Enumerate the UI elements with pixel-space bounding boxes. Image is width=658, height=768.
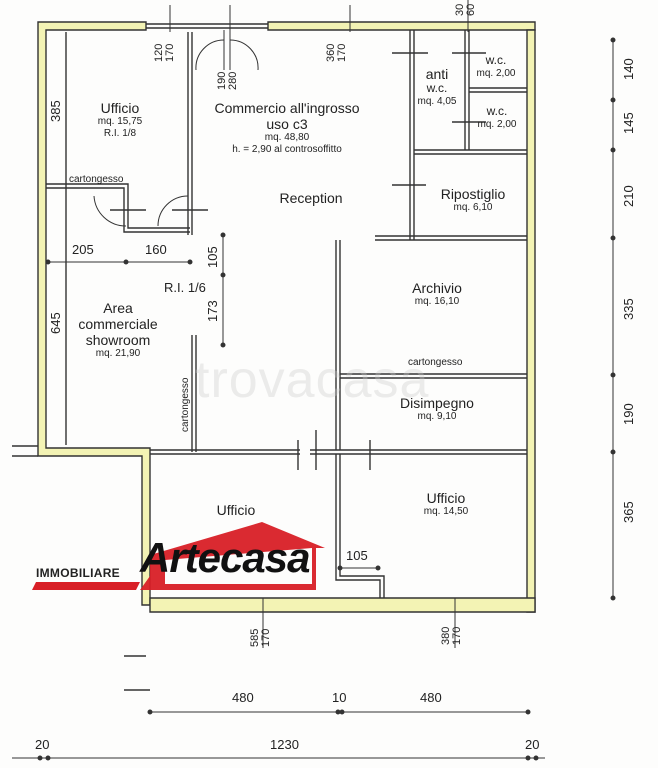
room-ufficio-1: Ufficio mq. 15,75 R.I. 1/8 xyxy=(98,100,142,139)
dim-bottom-20-a: 20 xyxy=(35,737,50,752)
room-name: Area xyxy=(103,300,133,316)
room-name-2: commerciale xyxy=(78,316,158,333)
room-name-2: uso c3 xyxy=(266,116,308,133)
room-ripostiglio: Ripostiglio mq. 6,10 xyxy=(441,186,506,214)
room-name: Ripostiglio xyxy=(440,186,506,202)
cartongesso-label: cartongesso xyxy=(69,174,124,185)
room-area: mq. 2,00 xyxy=(476,67,516,79)
dim-385: 385 xyxy=(48,100,63,122)
room-showroom: Area commerciale showroom mq. 21,90 xyxy=(78,300,157,360)
dim-205: 205 xyxy=(72,242,94,257)
dim-right-365: 365 xyxy=(621,501,636,523)
room-wc-1: w.c. mq. 2,00 xyxy=(476,53,516,79)
dim-160: 160 xyxy=(145,242,167,257)
opening-height: 170 xyxy=(260,628,272,647)
dim-bottom-1230: 1230 xyxy=(270,737,299,752)
room-name: Ufficio xyxy=(426,490,466,506)
room-name: anti xyxy=(425,66,449,82)
dim-right-190: 190 xyxy=(621,403,636,425)
dim-right-140: 140 xyxy=(621,58,636,80)
room-note: R.I. 1/8 xyxy=(103,127,137,139)
room-reception: Reception xyxy=(279,190,342,206)
opening-height: 170 xyxy=(336,43,348,62)
room-ufficio-3: Ufficio mq. 14,50 xyxy=(424,490,468,518)
room-area: mq. 14,50 xyxy=(423,506,469,518)
opening-height: 170 xyxy=(451,626,463,645)
room-area: mq. 4,05 xyxy=(417,95,457,107)
room-area: mq. 6,10 xyxy=(453,202,493,214)
opening-height: 170 xyxy=(164,43,176,62)
room-name: Archivio xyxy=(412,280,462,296)
ri-annotation: R.I. 1/6 xyxy=(164,280,206,295)
dim-173: 173 xyxy=(205,300,220,322)
room-name: Reception xyxy=(279,190,343,206)
logo-prefix: IMMOBILIARE xyxy=(36,566,120,580)
watermark: trovacasa xyxy=(195,351,430,409)
dim-bottom-20-b: 20 xyxy=(525,737,540,752)
room-wc-2: w.c. mq. 2,00 xyxy=(477,104,517,130)
dim-bottom-10: 10 xyxy=(332,690,347,705)
room-name-2: w.c. xyxy=(426,81,448,96)
room-name: w.c. xyxy=(485,53,507,67)
dim-right-335: 335 xyxy=(621,298,636,320)
room-ufficio-2: Ufficio xyxy=(217,502,256,518)
cartongesso-label: cartongesso xyxy=(180,377,191,432)
opening-height: 60 xyxy=(465,3,477,16)
room-area: mq. 21,90 xyxy=(95,348,141,360)
room-name: w.c. xyxy=(486,104,508,118)
dim-645: 645 xyxy=(48,312,63,334)
room-anti-wc: anti w.c. mq. 4,05 xyxy=(418,66,457,107)
room-name: Ufficio xyxy=(216,502,256,518)
dim-105-v: 105 xyxy=(205,246,220,268)
room-name: Ufficio xyxy=(100,100,140,116)
room-archivio: Archivio mq. 16,10 xyxy=(412,280,462,308)
room-area: mq. 9,10 xyxy=(417,411,457,423)
logo-name: Artecasa xyxy=(140,534,310,581)
dim-105-h: 105 xyxy=(346,548,368,563)
room-note: h. = 2,90 al controsoffitto xyxy=(232,143,342,155)
dim-bottom-480-a: 480 xyxy=(232,690,254,705)
dim-bottom-480-b: 480 xyxy=(420,690,442,705)
room-name: Commercio all'ingrosso xyxy=(214,100,360,116)
dim-right-145: 145 xyxy=(621,112,636,134)
cartongesso-label: cartongesso xyxy=(408,357,463,368)
opening-height: 280 xyxy=(227,71,239,90)
room-disimpegno: Disimpegno mq. 9,10 xyxy=(400,395,474,423)
room-area: mq. 48,80 xyxy=(264,132,310,144)
room-area: mq. 2,00 xyxy=(477,118,517,130)
room-area: mq. 15,75 xyxy=(97,116,143,128)
room-name: Disimpegno xyxy=(400,395,474,411)
dim-right-210: 210 xyxy=(621,185,636,207)
room-name-3: showroom xyxy=(85,332,151,349)
room-commercio: Commercio all'ingrosso uso c3 mq. 48,80 … xyxy=(214,100,359,155)
room-area: mq. 16,10 xyxy=(414,296,460,308)
